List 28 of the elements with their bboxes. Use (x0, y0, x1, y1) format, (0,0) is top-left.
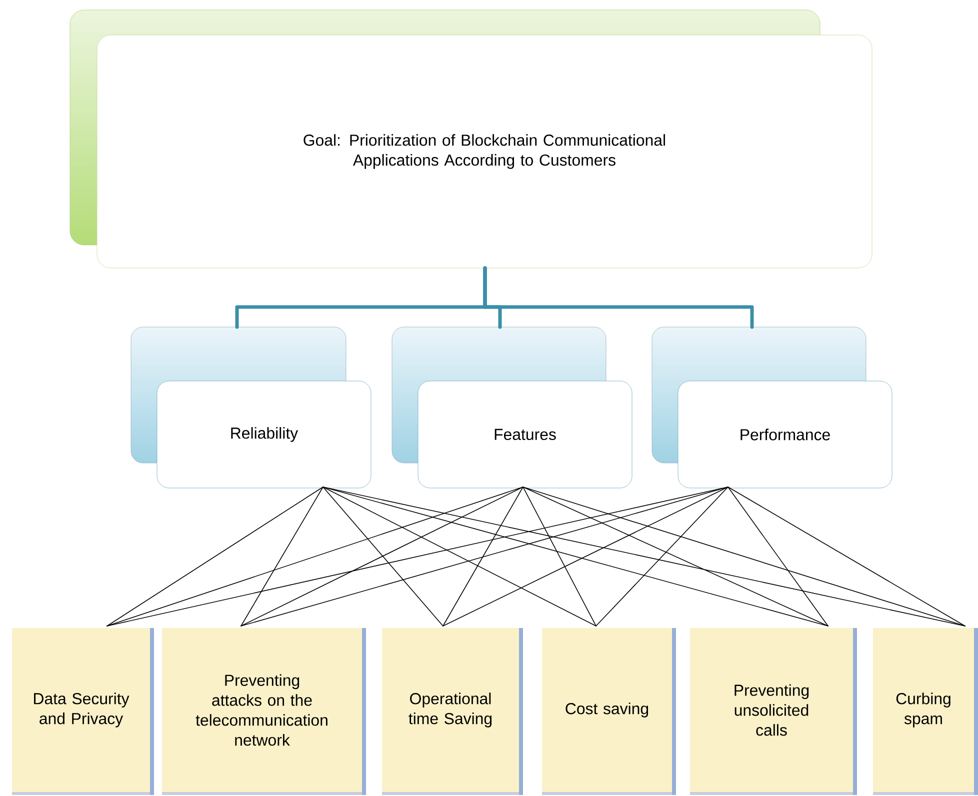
connector-line (240, 486, 728, 626)
alternative-box: Preventing unsolicited calls (690, 628, 857, 795)
connector-line (322, 486, 444, 626)
connector-line (522, 486, 966, 626)
connector-line (240, 486, 524, 626)
connector-line (322, 486, 966, 626)
connector-line (442, 486, 728, 626)
connector-line (240, 486, 324, 626)
criterion-box: Reliability (130, 326, 372, 488)
alternative-box: Data Security and Privacy (12, 628, 154, 795)
connector-line (442, 486, 524, 626)
connector-line (522, 486, 596, 626)
alternative-box: Operational time Saving (382, 628, 523, 795)
alternative-box: Cost saving (542, 628, 676, 795)
connector-line (483, 266, 754, 329)
criterion-box: Performance (652, 326, 892, 488)
alternative-box: Preventing attacks on the telecommunication network (162, 628, 366, 795)
connector-line (522, 486, 828, 626)
alternative-box: Curbing spam (873, 628, 978, 795)
connector-line (728, 486, 966, 626)
connector-line (106, 486, 524, 626)
criterion-box: Features (392, 326, 632, 488)
goal-box: Goal: Prioritization of Blockchain Communicational Applications According to Customers (70, 10, 872, 268)
connector-line (728, 486, 828, 626)
connector-line (106, 486, 324, 626)
connector-line (106, 486, 728, 626)
connector-line (596, 486, 728, 626)
connector-line (322, 486, 596, 626)
